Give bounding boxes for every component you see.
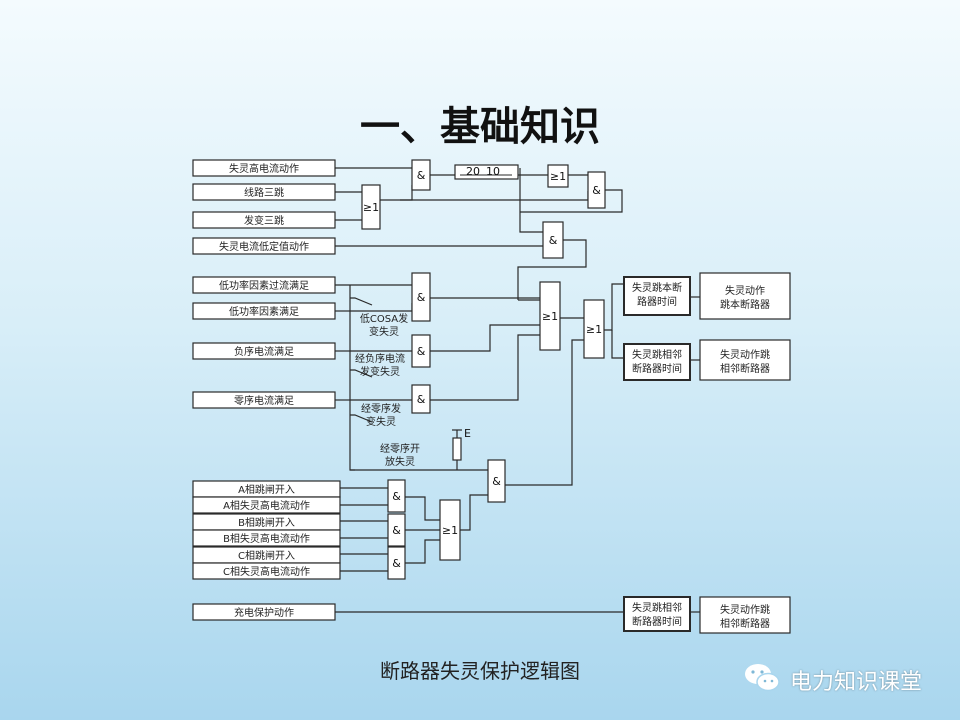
gate-symbol-1: ≥1 xyxy=(363,201,379,214)
gate-or-1 xyxy=(361,184,381,230)
gate-or-14 xyxy=(439,499,461,561)
timer-1-line1: 失灵跳相邻 xyxy=(632,348,682,361)
gate-and-4 xyxy=(542,221,564,259)
input-label-2: 发变三跳 xyxy=(244,214,284,227)
gate-symbol-7: & xyxy=(417,393,426,406)
input-label-14: 充电保护动作 xyxy=(234,606,294,619)
input-label-6: 负序电流满足 xyxy=(234,345,294,358)
gate-symbol-12: & xyxy=(392,524,401,537)
gate-symbol-4: & xyxy=(549,234,558,247)
input-label-9: A相失灵高电流动作 xyxy=(223,499,310,512)
gate-symbol-13: & xyxy=(392,557,401,570)
switch-0-line2: 变失灵 xyxy=(369,325,399,338)
input-label-1: 线路三跳 xyxy=(244,186,284,199)
switch-0-line1: 低COSA发 xyxy=(360,312,408,325)
gate-and-12 xyxy=(387,513,406,547)
brand: 电力知识课堂 xyxy=(742,660,922,700)
timer-t2: 10 xyxy=(486,165,500,178)
e-label: E xyxy=(464,427,471,440)
timer-1-line2: 断路器时间 xyxy=(632,362,682,375)
output-1-line1: 失灵动作跳 xyxy=(720,348,770,361)
gate-or-9 xyxy=(583,299,605,359)
gate-and-7 xyxy=(411,384,431,414)
input-label-4: 低功率因素过流满足 xyxy=(219,279,309,292)
gate-symbol-8: ≥1 xyxy=(542,310,558,323)
gate-symbol-2: ≥1 xyxy=(550,170,566,183)
input-label-3: 失灵电流低定值动作 xyxy=(219,240,309,253)
timer-2-line2: 断路器时间 xyxy=(632,615,682,628)
switch-2-line2: 变失灵 xyxy=(366,415,396,428)
switch-2-line1: 经零序发 xyxy=(361,402,401,415)
gate-symbol-11: & xyxy=(392,490,401,503)
output-box-2 xyxy=(699,596,791,634)
gate-or-8 xyxy=(539,281,561,351)
gate-or-2 xyxy=(547,164,569,188)
input-label-0: 失灵高电流动作 xyxy=(229,162,299,175)
gate-and-6 xyxy=(411,334,431,368)
timer-box-1 xyxy=(623,343,691,381)
gate-and-13 xyxy=(387,546,406,580)
timer-t1: 20 xyxy=(466,165,480,178)
switch-3-line2: 放失灵 xyxy=(385,455,415,468)
gate-and-0 xyxy=(411,159,431,191)
output-2-line1: 失灵动作跳 xyxy=(720,603,770,616)
brand-name: 电力知识课堂 xyxy=(790,670,923,695)
switch-1-line2: 发变失灵 xyxy=(360,365,400,378)
timer-2-line1: 失灵跳相邻 xyxy=(632,601,682,614)
gate-symbol-5: & xyxy=(417,291,426,304)
gate-symbol-9: ≥1 xyxy=(586,323,602,336)
input-label-7: 零序电流满足 xyxy=(234,394,294,407)
timer-0-line1: 失灵跳本断 xyxy=(632,281,682,294)
timer-box-0 xyxy=(623,276,691,316)
caption: 断路器失灵保护逻辑图 xyxy=(380,659,580,683)
output-2-line2: 相邻断路器 xyxy=(720,617,770,630)
output-0-line1: 失灵动作 xyxy=(725,284,765,297)
gate-symbol-14: ≥1 xyxy=(442,524,458,537)
switch-1-line1: 经负序电流 xyxy=(355,352,405,365)
gate-symbol-6: & xyxy=(417,345,426,358)
timer-0-line2: 路器时间 xyxy=(637,295,677,308)
switch-3-line1: 经零序开 xyxy=(380,442,420,455)
output-box-0 xyxy=(699,272,791,320)
gate-and-3 xyxy=(587,171,606,209)
wechat-icon xyxy=(742,660,782,700)
gate-and-10 xyxy=(487,459,506,503)
gate-symbol-10: & xyxy=(492,475,501,488)
input-label-10: B相跳闸开入 xyxy=(238,516,295,529)
output-1-line2: 相邻断路器 xyxy=(720,362,770,375)
gate-and-5 xyxy=(411,272,431,322)
gate-symbol-0: & xyxy=(417,169,426,182)
timer-box-2 xyxy=(623,596,691,632)
output-box-1 xyxy=(699,339,791,381)
output-0-line2: 跳本断路器 xyxy=(720,298,770,311)
gate-and-11 xyxy=(387,479,406,513)
page-title: 一、基础知识 xyxy=(360,103,600,150)
input-label-13: C相失灵高电流动作 xyxy=(223,565,310,578)
input-label-11: B相失灵高电流动作 xyxy=(223,532,310,545)
input-label-5: 低功率因素满足 xyxy=(229,305,299,318)
input-label-8: A相跳闸开入 xyxy=(238,483,295,496)
input-label-12: C相跳闸开入 xyxy=(238,549,295,562)
gate-symbol-3: & xyxy=(592,184,601,197)
